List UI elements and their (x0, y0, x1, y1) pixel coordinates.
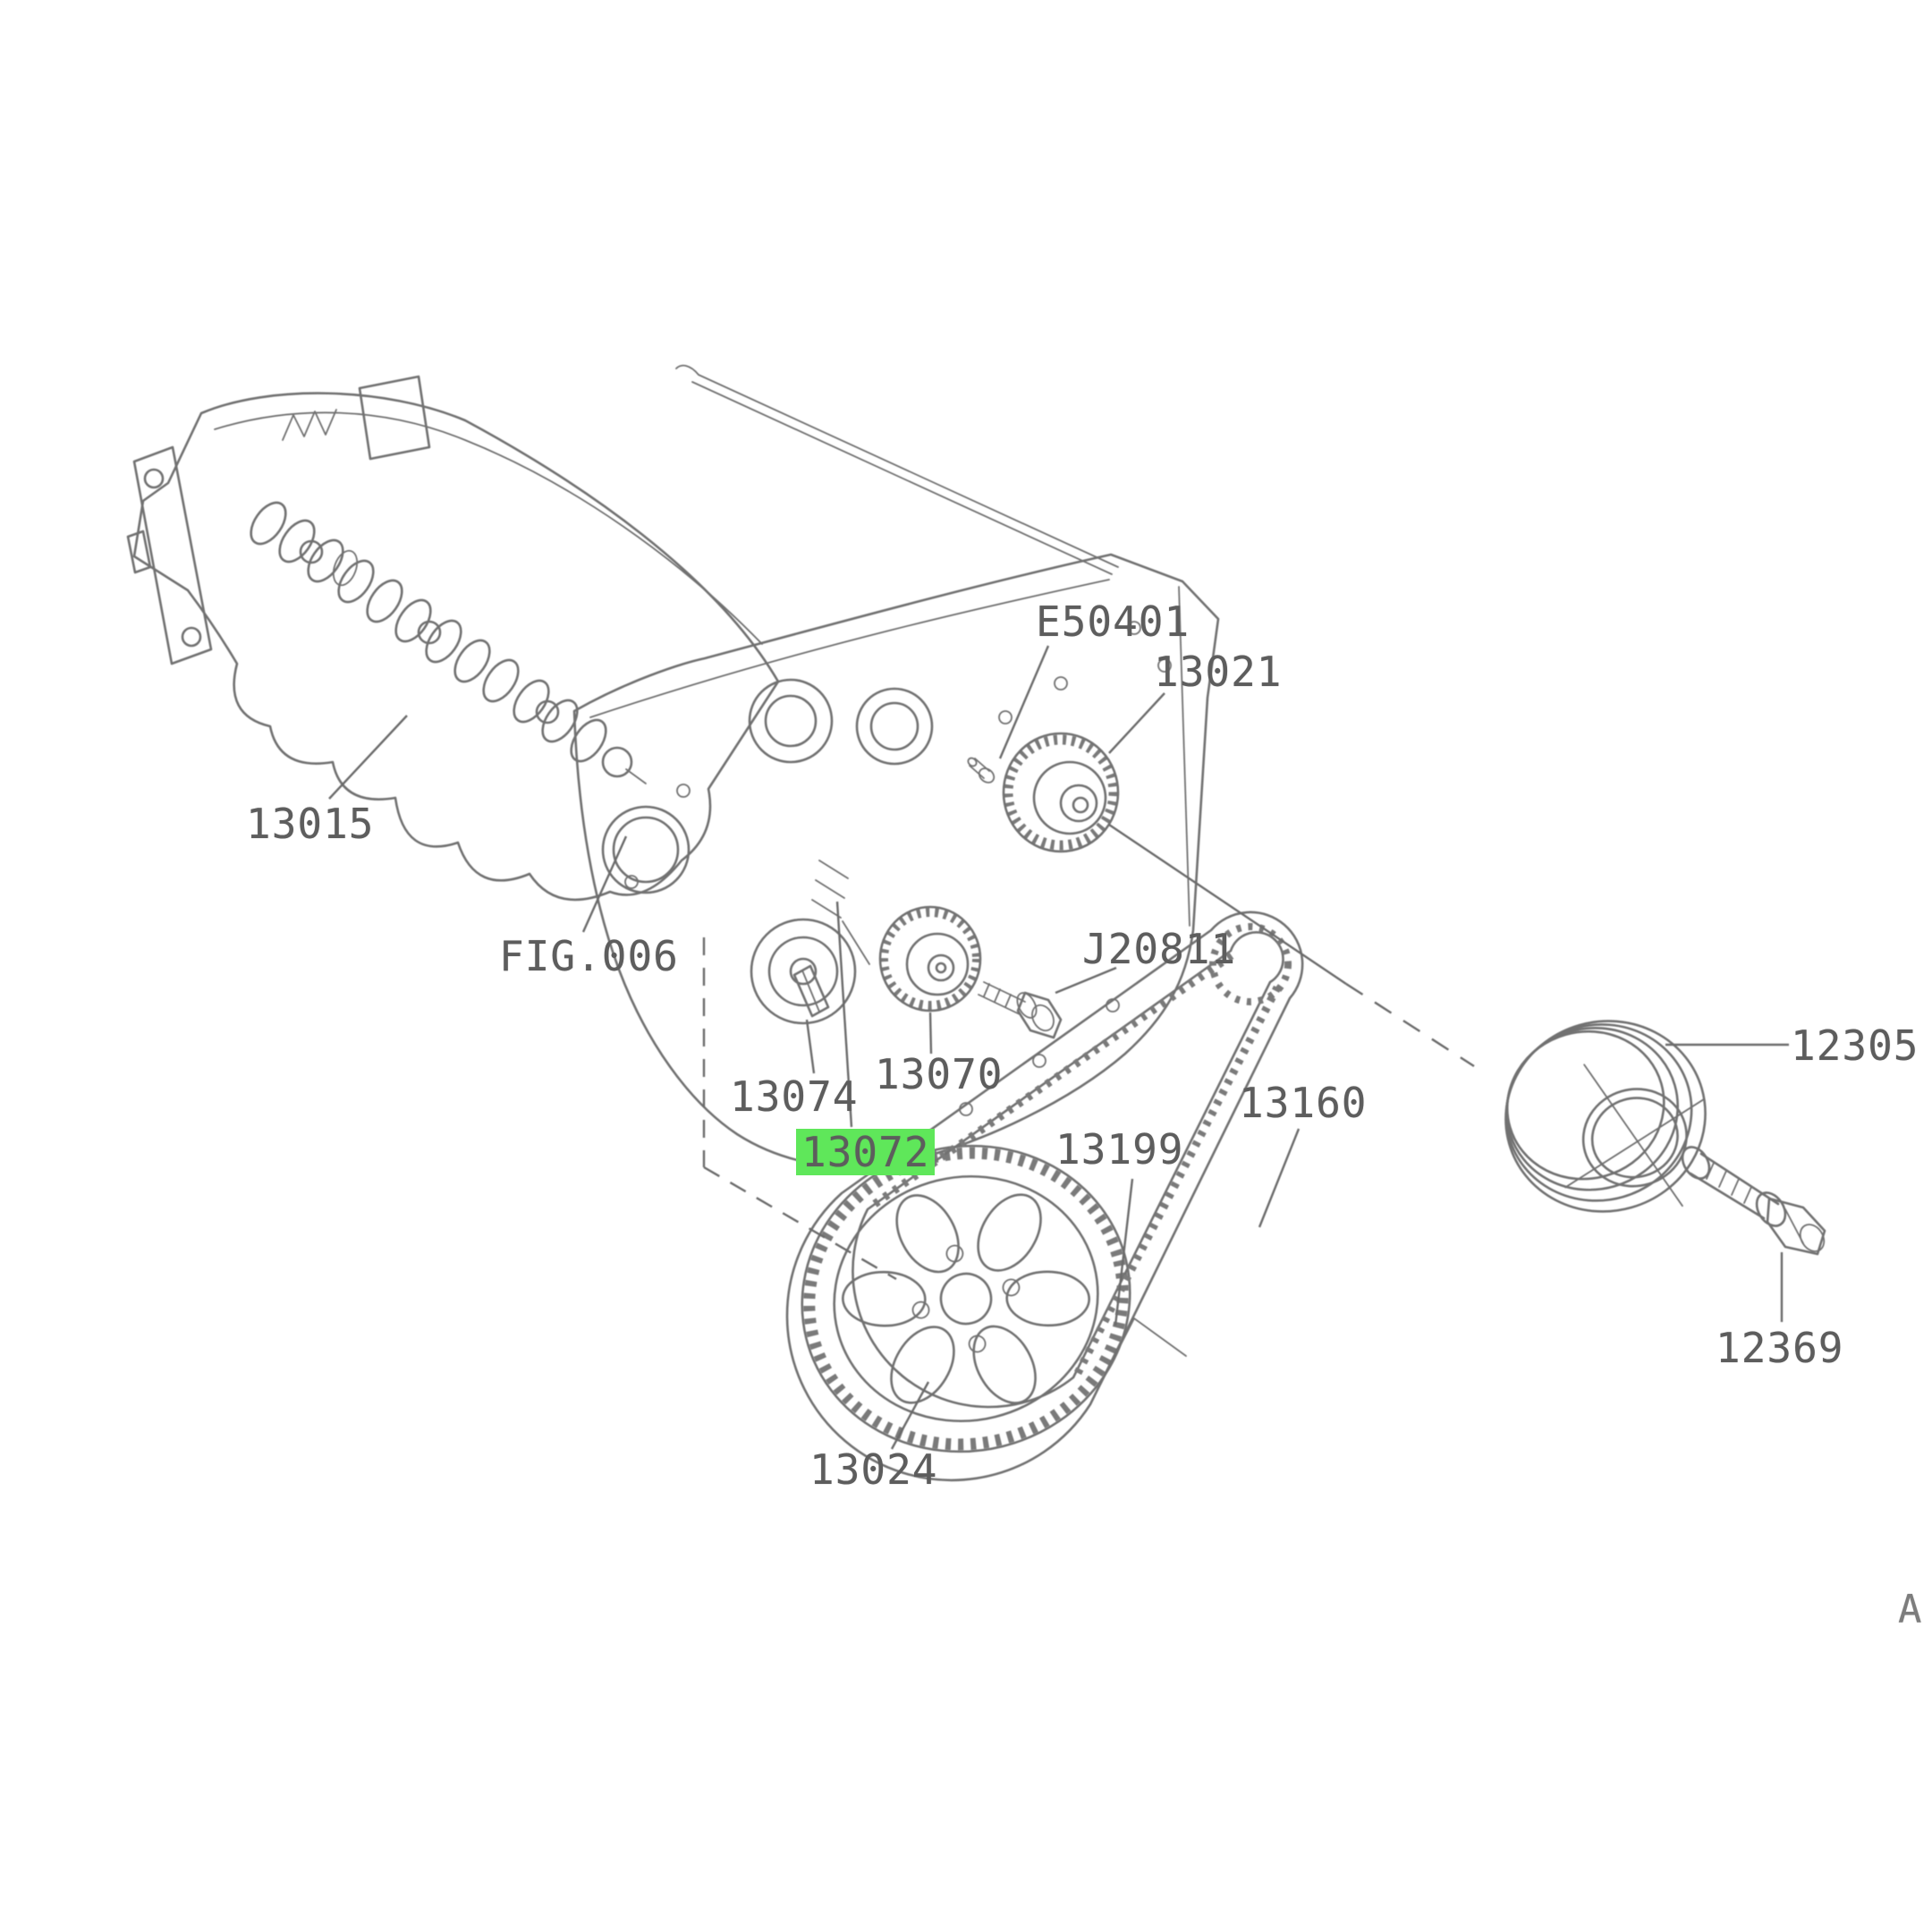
crank-pulley-drawing (1504, 1020, 1707, 1213)
stud-drawing (792, 964, 830, 1018)
part-label-13072-highlighted[interactable]: 13072 (796, 1129, 936, 1175)
bolt-e50401-drawing (967, 757, 996, 784)
part-label-12305[interactable]: 12305 (1791, 1021, 1919, 1070)
part-label-13160[interactable]: 13160 (1239, 1079, 1368, 1127)
tensioner-pulley-drawing (878, 905, 982, 1013)
part-label-13070[interactable]: 13070 (875, 1050, 1004, 1098)
part-label-13024[interactable]: 13024 (809, 1445, 938, 1494)
cam-sprocket-drawing (1002, 732, 1120, 853)
part-label-13199[interactable]: 13199 (1055, 1125, 1184, 1174)
tensioner-spring-drawing (811, 860, 870, 965)
tag-plate-drawing (358, 375, 431, 461)
figure-reference-label[interactable]: FIG.006 (499, 932, 679, 980)
tensioner-bolt-drawing (978, 981, 1063, 1039)
part-label-12369[interactable]: 12369 (1716, 1324, 1844, 1372)
leader-lines (328, 645, 1789, 1450)
guide-tube-drawing (675, 364, 1119, 575)
part-label-13021[interactable]: 13021 (1154, 648, 1283, 696)
valve-cover-assembly-drawing (126, 375, 780, 902)
camshaft-drawing (250, 501, 647, 784)
corner-mark: A (1898, 1587, 1923, 1632)
part-label-e50401[interactable]: E50401 (1036, 597, 1191, 646)
part-label-13074[interactable]: 13074 (730, 1072, 859, 1121)
part-label-13015[interactable]: 13015 (246, 800, 375, 848)
cam-seal-ring-drawing (601, 805, 691, 894)
timing-belt-drawing (785, 911, 1304, 1482)
part-label-j20811[interactable]: J20811 (1082, 925, 1237, 973)
front-cover-drawing (572, 364, 1220, 1169)
crank-bolt-drawing (1681, 1146, 1826, 1256)
